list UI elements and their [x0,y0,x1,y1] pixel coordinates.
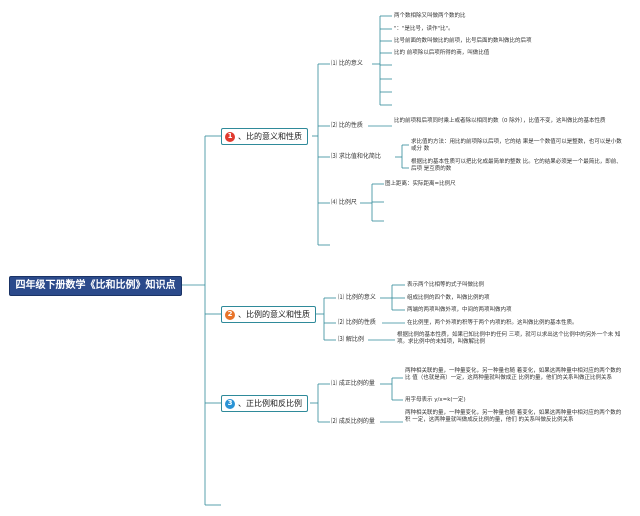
sub-inverse-proportion[interactable]: ⑵ 成反比例的量 [331,418,375,425]
sub-scale[interactable]: ⑷ 比例尺 [331,199,357,206]
leaf-solve-proportion-method: 根据比例的基本性质，如果已知比例中的任何 三项，就可以求出这个比例中的另外一个未… [397,332,621,346]
root-topic[interactable]: 四年级下册数学《比和比例》知识点 [9,276,182,296]
leaf-ratio-value: 比的 前项除以后项所得的商，叫做比值 [394,50,490,56]
leaf-inverse-proportion-def: 两种相关联的量，一种量变化，另一种量也随 着变化，如果这两种量中相对应的两个数的… [405,410,622,424]
sub-ratio-meaning[interactable]: ⑴ 比的意义 [331,60,363,67]
leaf-ratio-sign: "："是比号，读作"比"。 [394,26,454,32]
leaf-scale-formula: 图上距离：实际距离=比例尺 [385,181,456,187]
branch-label: 、比例的意义和性质 [238,309,310,319]
sub-ratio-simplify[interactable]: ⑶ 求比值和化简比 [331,153,381,160]
leaf-ratio-simplify-method: 根据比的基本性质可以把比化成最简单的整数 比。它的结果必须是一个最简比，即前、后… [411,159,622,173]
branch-label: 、正比例和反比例 [238,398,302,408]
leaf-direct-proportion-formula: 用字母表示 y/x=k(一定) [405,397,466,403]
number-badge-3: 3 [225,398,235,409]
leaf-proportion-terms: 组成比例的四个数，叫做比例的项 [407,295,490,301]
leaf-ratio-def: 两个数相除又叫做两个数的比 [394,13,466,19]
leaf-ratio-terms: 比号前面的数叫做比的前项，比号后面的数叫做比的后项 [394,38,532,44]
leaf-proportion-basic-property: 在比例里，两个外项的积等于两个内项的积。这叫做比例的基本性质。 [407,320,578,326]
number-badge-2: 2 [225,309,235,320]
leaf-proportion-inner-outer: 两端的两项叫做外项，中间的两项叫做内项 [407,307,512,313]
sub-proportion-property[interactable]: ⑵ 比例的性质 [338,319,376,326]
number-badge-1: 1 [225,131,235,142]
sub-direct-proportion[interactable]: ⑴ 成正比例的量 [331,380,375,387]
leaf-ratio-basic-property: 比的前项和后项同时乘上或者除以相同的数（0 除外），比值不变，这叫做比的基本性质 [394,118,606,124]
sub-solve-proportion[interactable]: ⑶ 解比例 [338,336,364,343]
branch-proportion-meaning-properties[interactable]: 2 、比例的意义和性质 [221,306,316,323]
leaf-direct-proportion-def: 两种相关联的量，一种量变化，另一种量也随 着变化，如果这两种量中相对应的两个数的… [405,368,622,382]
branch-direct-inverse-proportion[interactable]: 3 、正比例和反比例 [221,395,308,412]
leaf-ratio-value-method: 求比值的方法：用比的前项除以后项，它的结 果是一个数值可以是整数，也可以是小数或… [411,139,622,153]
leaf-proportion-def: 表示两个比相等的式子叫做比例 [407,282,485,288]
branch-label: 、比的意义和性质 [238,131,302,141]
sub-ratio-property[interactable]: ⑵ 比的性质 [331,122,363,129]
sub-proportion-meaning[interactable]: ⑴ 比例的意义 [338,294,376,301]
branch-ratio-meaning-properties[interactable]: 1 、比的意义和性质 [221,128,308,145]
